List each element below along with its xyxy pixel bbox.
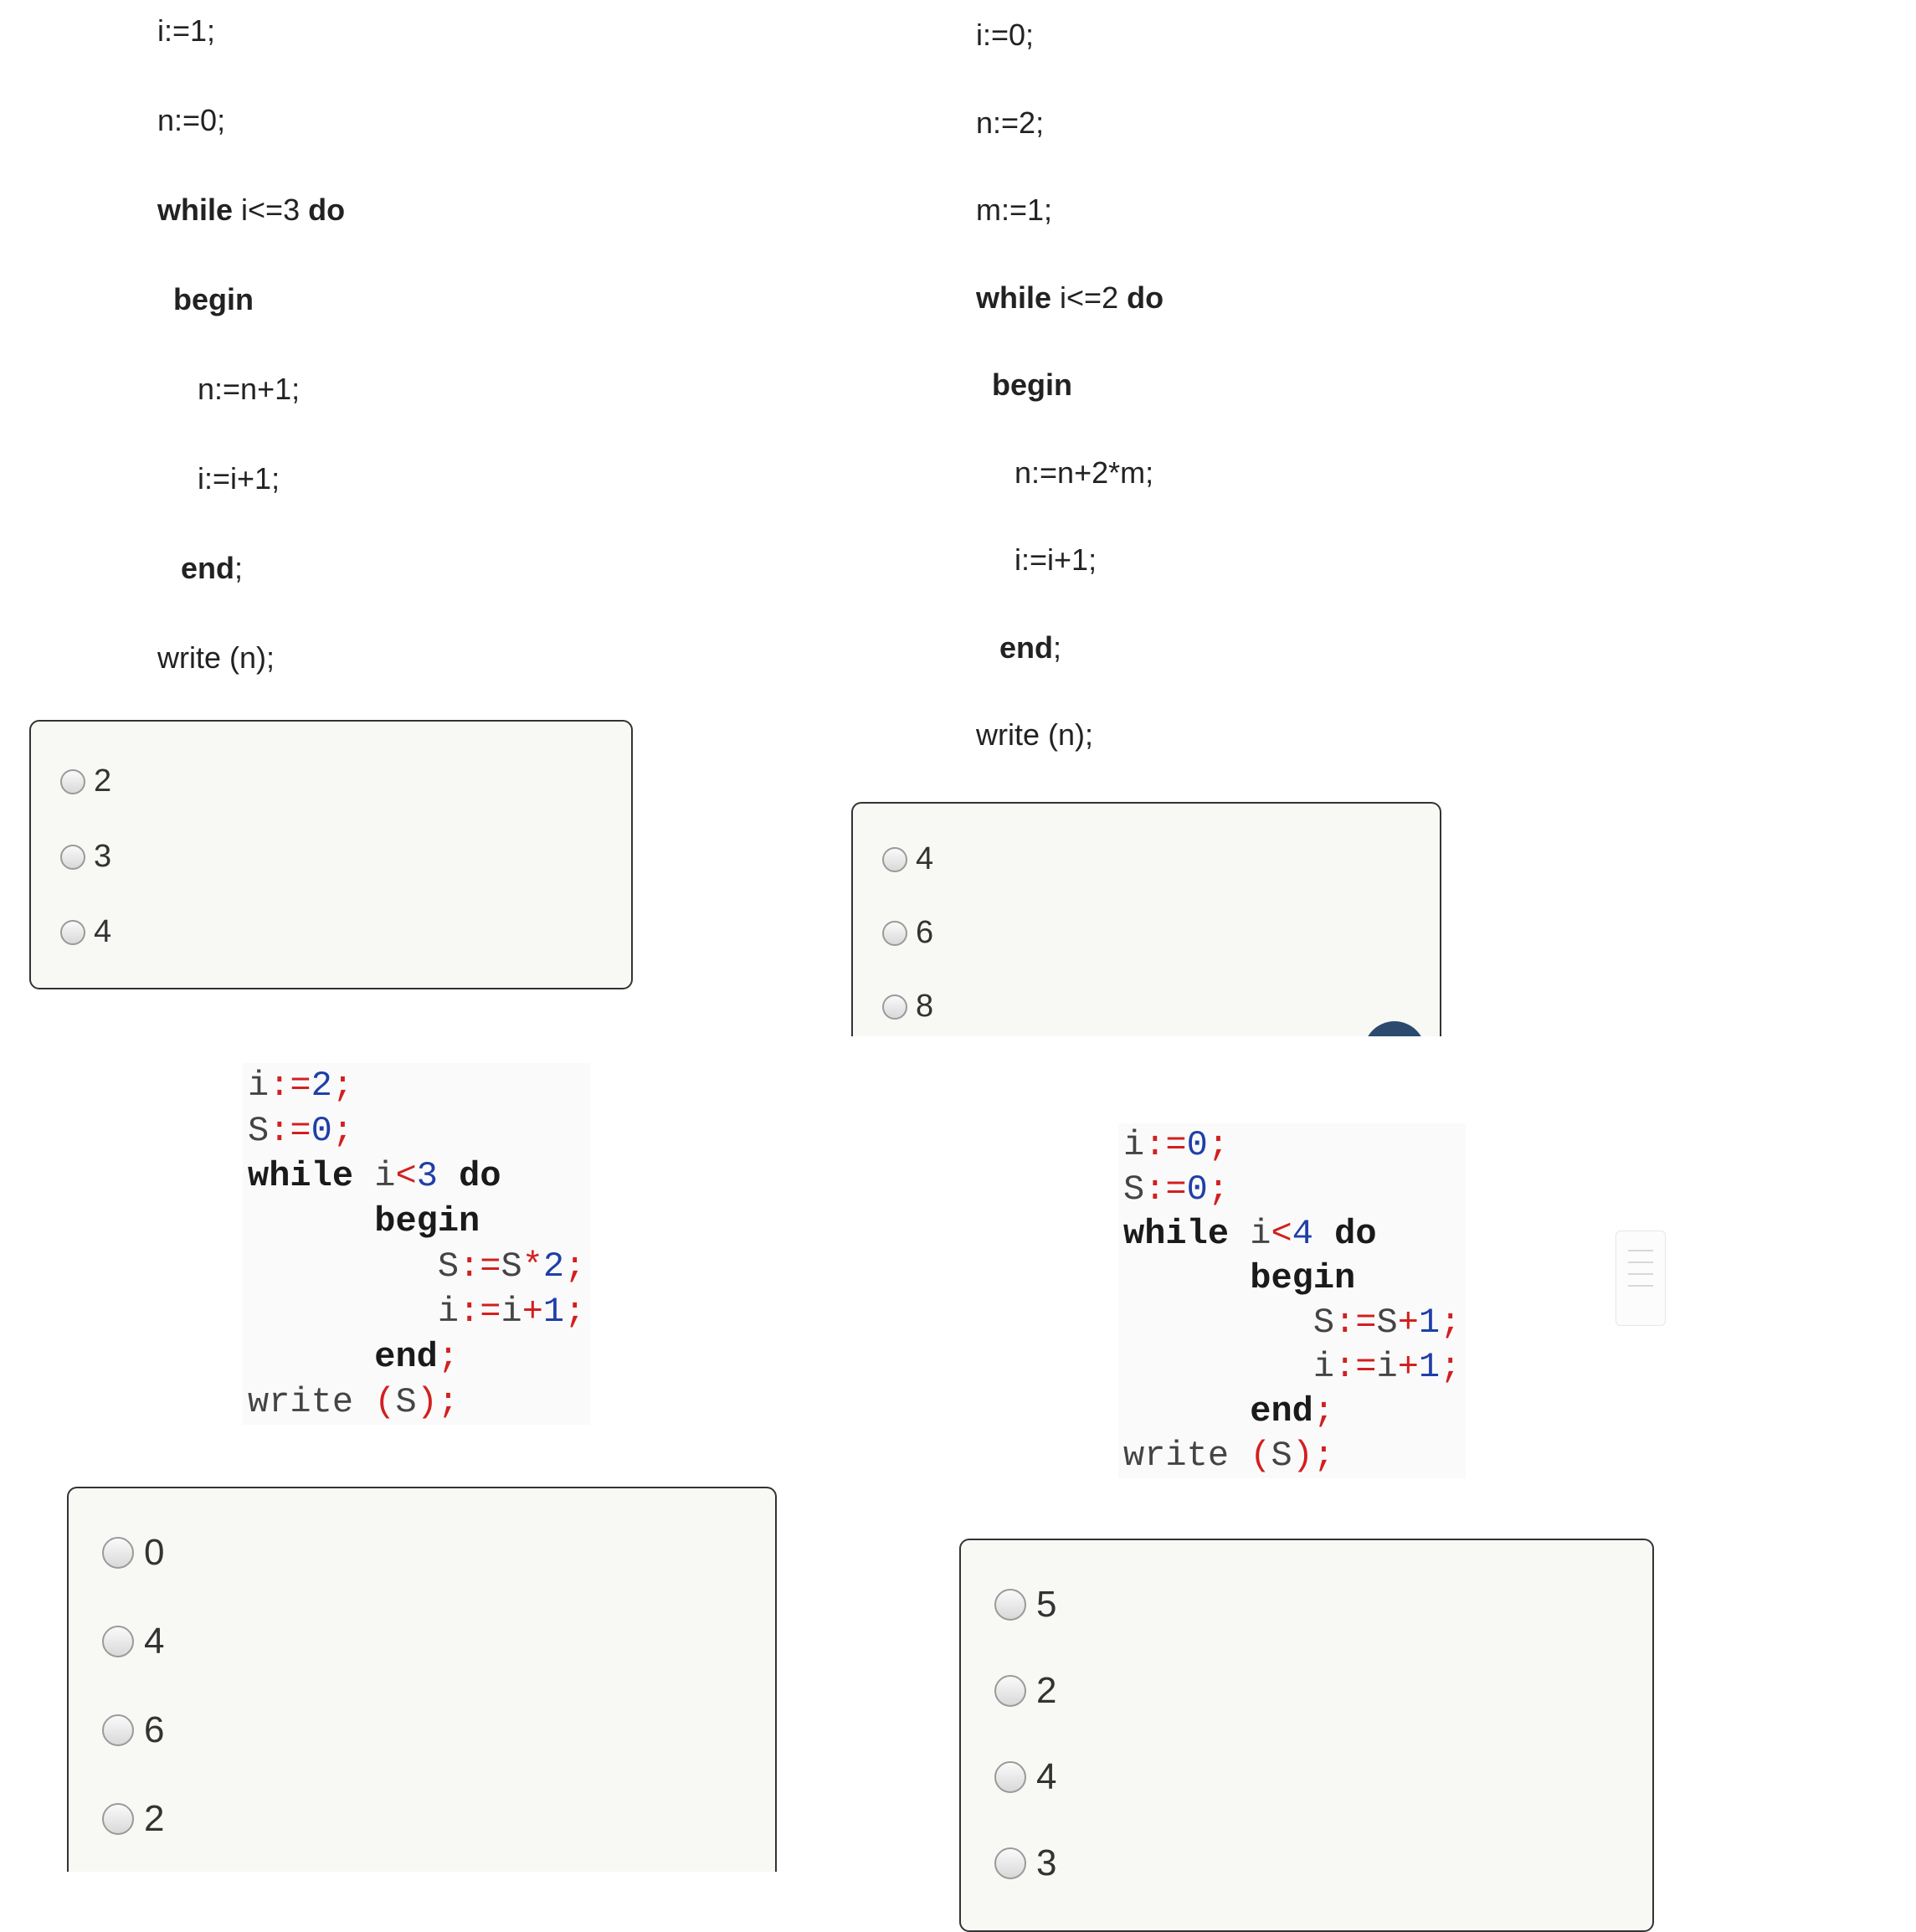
q1-option[interactable]: 3	[60, 839, 111, 875]
radio-icon[interactable]	[994, 1675, 1026, 1707]
q2-code: i:=0; n:=2; m:=1; while i<=2 do begin n:…	[976, 0, 1163, 779]
code-line: end;	[1250, 1391, 1335, 1431]
code-line: while i<3 do	[248, 1156, 501, 1196]
radio-icon[interactable]	[60, 768, 85, 794]
code-line: i:=1;	[157, 13, 216, 48]
q4-option[interactable]: 3	[994, 1842, 1056, 1884]
code-line: i:=i+1;	[198, 461, 280, 496]
code-line: end;	[374, 1337, 460, 1377]
radio-icon[interactable]	[102, 1803, 134, 1835]
code-line: n:=n+2*m;	[1015, 455, 1154, 490]
code-line: write (S);	[1123, 1436, 1335, 1476]
radio-icon[interactable]	[102, 1626, 134, 1657]
q2-answer-box: 4 6 8	[851, 802, 1441, 1036]
q2-option[interactable]: 6	[882, 915, 933, 951]
q1-option[interactable]: 4	[60, 914, 111, 950]
code-line: begin	[992, 367, 1072, 402]
code-line: m:=1;	[976, 193, 1053, 227]
code-line: begin	[374, 1201, 480, 1241]
scroll-widget[interactable]	[1616, 1231, 1666, 1326]
code-line: i:=0;	[1123, 1125, 1230, 1165]
code-line: while i<=2 do	[976, 280, 1164, 315]
q4-answer-box: 5 2 4 3	[959, 1539, 1654, 1932]
code-line: n:=n+1;	[198, 372, 300, 406]
q3-option[interactable]: 6	[102, 1709, 164, 1751]
code-line: while i<4 do	[1123, 1214, 1377, 1254]
code-line: i:=2;	[248, 1066, 354, 1106]
radio-icon[interactable]	[60, 844, 85, 870]
code-line: begin	[173, 282, 254, 316]
radio-icon[interactable]	[60, 919, 85, 945]
radio-icon[interactable]	[882, 846, 907, 872]
code-line: i:=i+1;	[437, 1292, 586, 1332]
help-button[interactable]	[1364, 1021, 1425, 1036]
q3-option[interactable]: 0	[102, 1532, 164, 1574]
code-line: begin	[1250, 1258, 1356, 1298]
q3-option[interactable]: 4	[102, 1621, 164, 1662]
code-line: S:=0;	[248, 1111, 354, 1151]
code-line: S:=0;	[1123, 1169, 1230, 1210]
code-line: i:=i+1;	[1015, 542, 1097, 577]
code-line: end;	[181, 551, 244, 585]
code-line: i:=i+1;	[1312, 1347, 1461, 1387]
q4-option[interactable]: 4	[994, 1756, 1056, 1798]
q2-option[interactable]: 4	[882, 841, 933, 877]
radio-icon[interactable]	[882, 920, 907, 946]
radio-icon[interactable]	[882, 994, 907, 1020]
q3-answer-box: 0 4 6 2	[67, 1487, 777, 1872]
radio-icon[interactable]	[994, 1589, 1026, 1621]
q4-option[interactable]: 2	[994, 1670, 1056, 1712]
radio-icon[interactable]	[102, 1537, 134, 1569]
q1-code: i:=1; n:=0; while i<=3 do begin n:=n+1; …	[157, 0, 345, 702]
q1-option[interactable]: 2	[60, 763, 111, 799]
code-line: n:=2;	[976, 105, 1045, 140]
q3-code: i:=2; S:=0; while i<3 do begin S:=S*2; i…	[243, 1063, 591, 1425]
code-line: write (n);	[157, 640, 275, 675]
code-line: i:=0;	[976, 18, 1035, 52]
q2-option[interactable]: 8	[882, 989, 933, 1025]
code-line: end;	[999, 629, 1062, 665]
code-line: while i<=3 do	[157, 193, 346, 227]
code-line: S:=S+1;	[1312, 1303, 1461, 1343]
code-line: write (n);	[976, 717, 1094, 752]
radio-icon[interactable]	[102, 1714, 134, 1746]
q4-code: i:=0; S:=0; while i<4 do begin S:=S+1; i…	[1118, 1123, 1467, 1478]
code-line: S:=S*2;	[437, 1246, 586, 1287]
code-line: n:=0;	[157, 103, 226, 137]
q3-option[interactable]: 2	[102, 1798, 164, 1840]
code-line: write (S);	[248, 1382, 460, 1422]
radio-icon[interactable]	[994, 1847, 1026, 1879]
q1-answer-box: 2 3 4	[29, 720, 633, 989]
q4-option[interactable]: 5	[994, 1584, 1056, 1626]
radio-icon[interactable]	[994, 1761, 1026, 1793]
